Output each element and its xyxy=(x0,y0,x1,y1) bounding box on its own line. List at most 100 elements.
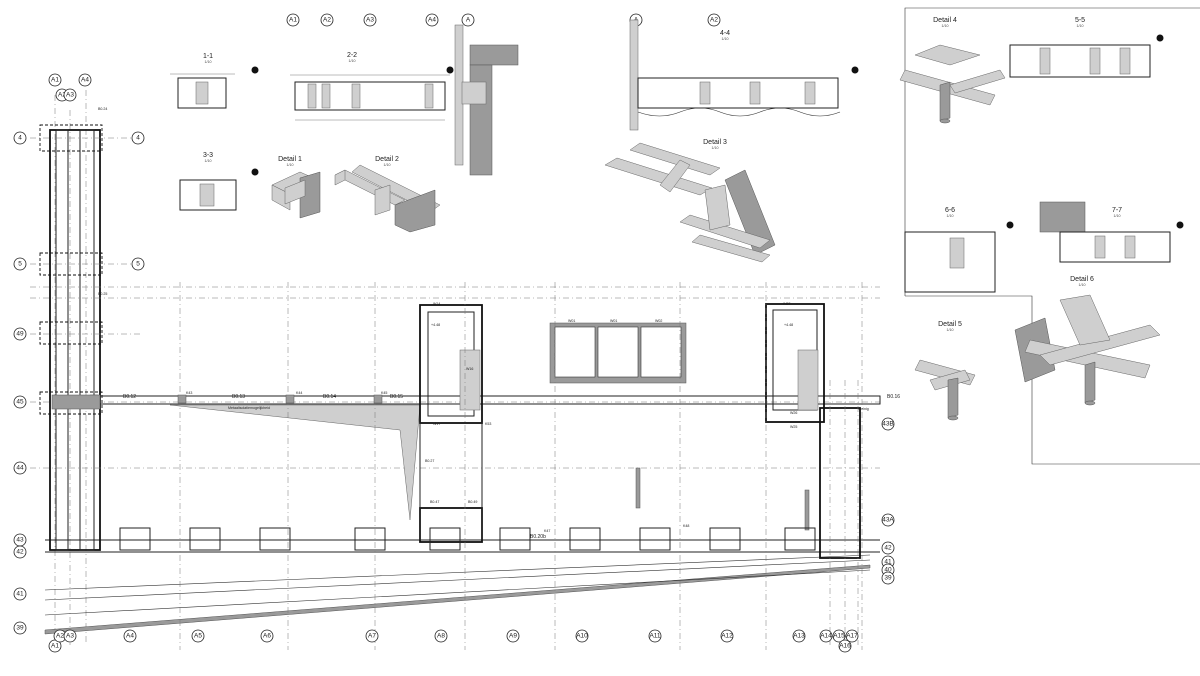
section-title-4-4: 4-4 xyxy=(720,30,730,37)
section-axis-2: A3 xyxy=(363,13,377,27)
row-axis-left-2-label: 49 xyxy=(16,331,24,338)
section-axis-3-circle xyxy=(425,13,439,27)
column-axis-bottom-2: A3 xyxy=(63,629,77,643)
column-axis-bottom-13-circle xyxy=(819,629,833,643)
column-axis-bottom-12: A13 xyxy=(792,629,806,643)
row-axis-right-7-label: 39 xyxy=(884,575,892,582)
row-axis-right-4-label: 42 xyxy=(884,545,892,552)
row-axis-left-7-label: 41 xyxy=(16,591,24,598)
section-5-5: 5-5 1/10 xyxy=(1009,17,1164,78)
detail-2: Detail 2 1/10 xyxy=(334,156,441,233)
row-axis-right-4: 42 xyxy=(881,541,895,555)
column-label-k43: K43 xyxy=(186,391,192,395)
column-axis-bottom-11-circle xyxy=(720,629,734,643)
column-axis-bottom-14: A15 xyxy=(832,629,846,643)
section-scale-1-1: 1/10 xyxy=(205,60,212,64)
detail-1: Detail 1 1/10 xyxy=(271,156,321,219)
section-axis-6-circle xyxy=(707,13,721,27)
detail-title-4: Detail 4 xyxy=(933,17,957,24)
row-axis-left-7-circle xyxy=(13,587,27,601)
column-axis-bottom-8-label: A9 xyxy=(509,633,517,640)
section-column-axes: A1A2A3A4AAA2 xyxy=(286,13,721,27)
section-axis-1-circle xyxy=(320,13,334,27)
beam-label-b014: B0.14 xyxy=(323,394,336,400)
wall-label-w27: W27 xyxy=(783,302,790,306)
section-axis-2-label: A3 xyxy=(366,17,374,24)
detail-scale-4: 1/10 xyxy=(942,24,949,28)
row-axis-left-3-circle xyxy=(13,395,27,409)
column-axis-bottom-3-label: A4 xyxy=(126,633,134,640)
column-axis-bottom-5-label: A6 xyxy=(263,633,271,640)
beam-label-b024: B0.24 xyxy=(98,107,107,111)
section-axis-3-label: A4 xyxy=(428,17,436,24)
column-axis-bottom-12-circle xyxy=(792,629,806,643)
section-axis-0: A1 xyxy=(286,13,300,27)
sheet-frame xyxy=(904,7,1200,465)
beam-label-b027: B0.27 xyxy=(425,459,434,463)
section-axis-3: A4 xyxy=(425,13,439,27)
wall-label-w01a: W01 xyxy=(568,319,575,323)
column-axis-bottom-1: A2 xyxy=(53,629,67,643)
section-title-6-6: 6-6 xyxy=(945,207,955,214)
section-axis-4-label: A xyxy=(466,17,471,24)
beam-label-b016: B0.16 xyxy=(887,394,900,400)
column-axis-top-0-label: A1 xyxy=(51,77,59,84)
detail-scale-6: 1/10 xyxy=(1079,283,1086,287)
column-label-k44: K44 xyxy=(296,391,302,395)
section-axis-2-circle xyxy=(363,13,377,27)
row-axis-left-4: 44 xyxy=(13,461,27,475)
row-axis-left-4-label: 44 xyxy=(16,465,24,472)
wall-box-w14 xyxy=(419,304,483,424)
row-axis-left-5-label: 43 xyxy=(16,537,24,544)
section-scale-5-5: 1/10 xyxy=(1077,24,1084,28)
column-label-k53: K53 xyxy=(485,422,491,426)
section-3-3: 3-3 1/10 xyxy=(179,152,259,211)
column-axis-bottom-6-label: A7 xyxy=(368,633,376,640)
row-axis-right-2: 43B xyxy=(881,417,895,431)
wall-label-w17: W17 xyxy=(433,422,440,426)
row-axis-right-6-label: 40 xyxy=(884,567,892,574)
column-label-k48: K48 xyxy=(683,524,689,528)
column-axis-bottom-4-circle xyxy=(191,629,205,643)
column-axis-bottom-14-circle xyxy=(832,629,846,643)
row-axis-right-2-circle xyxy=(881,417,895,431)
column-axis-bottom-6-circle xyxy=(365,629,379,643)
row-axis-right-5-label: 41 xyxy=(884,559,892,566)
detail-5: Detail 5 1/10 xyxy=(914,321,976,421)
column-axis-bottom-6: A7 xyxy=(365,629,379,643)
wall-label-w14: W14 xyxy=(433,302,440,306)
detail-scale-1: 1/10 xyxy=(287,163,294,167)
row-axis-right-3-label: 43A xyxy=(882,517,894,524)
row-axis-left-1: 5 xyxy=(13,257,27,271)
section-1-1: 1-1 1/10 xyxy=(170,53,259,109)
section-scale-6-6: 1/10 xyxy=(947,214,954,218)
detail-title-6: Detail 6 xyxy=(1070,276,1094,283)
column-axis-bottom-7-circle xyxy=(434,629,448,643)
section-axis-0-circle xyxy=(286,13,300,27)
column-axis-bottom-11-label: A12 xyxy=(721,633,733,640)
section-7-7: 7-7 1/10 xyxy=(1039,201,1184,263)
section-axis-4: A xyxy=(461,13,475,27)
column-axis-top-1-label: A2 xyxy=(58,92,66,99)
column-axis-bottom-0: A1 xyxy=(48,639,62,653)
detail-title-3: Detail 3 xyxy=(703,139,727,146)
column-axis-bottom-9: A10 xyxy=(575,629,589,643)
row-axis-left-8: 39 xyxy=(13,621,27,635)
elevation-label-1: +4.48 xyxy=(431,323,440,327)
column-axis-bottom-4-label: A5 xyxy=(194,633,202,640)
row-axis-left-6-label: 42 xyxy=(16,549,24,556)
wall-label-w01b: W01 xyxy=(610,319,617,323)
detail-scale-2: 1/10 xyxy=(384,163,391,167)
beam-label-b025: B0.25 xyxy=(98,292,107,296)
column-axis-bottom-9-label: A10 xyxy=(576,633,588,640)
section-2-2: 2-2 1/10 xyxy=(290,52,454,121)
column-axis-bottom-3-circle xyxy=(123,629,137,643)
column-axis-top-2: A3 xyxy=(63,88,77,102)
sloped-ramp xyxy=(169,404,421,521)
column-label-k47: K47 xyxy=(544,529,550,533)
column-axis-top-2-label: A3 xyxy=(66,92,74,99)
detail-title-5: Detail 5 xyxy=(938,321,962,328)
